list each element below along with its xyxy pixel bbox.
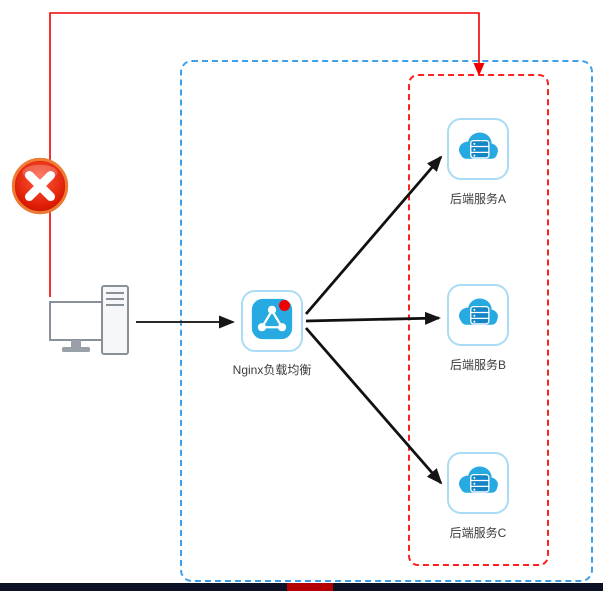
desktop-computer-icon	[46, 285, 134, 370]
backend-c-label: 后端服务C	[449, 526, 507, 540]
cloud-server-icon	[455, 462, 501, 505]
nginx-label: Nginx负载均衡	[232, 363, 312, 377]
node-backend-service-b	[447, 284, 509, 346]
bottom-edge-bar-red-segment	[287, 583, 333, 591]
node-nginx-load-balancer	[241, 290, 303, 352]
node-backend-service-a	[447, 118, 509, 180]
cloud-server-icon	[455, 128, 501, 171]
error-x-icon	[9, 157, 71, 221]
arrow-nginx-to-backend-c	[304, 327, 443, 485]
backend-a-label: 后端服务A	[449, 192, 506, 206]
client-computer	[46, 280, 134, 371]
pointer-red-dot	[279, 300, 290, 311]
bottom-edge-bar	[0, 583, 603, 591]
cloud-server-icon	[455, 294, 501, 337]
arrow-nginx-to-backend-b	[305, 311, 441, 325]
blocked-request-path	[49, 12, 485, 297]
arrow-nginx-to-backend-a	[304, 155, 443, 315]
backend-b-label: 后端服务B	[449, 358, 506, 372]
node-backend-service-c	[447, 452, 509, 514]
error-badge	[9, 155, 71, 222]
